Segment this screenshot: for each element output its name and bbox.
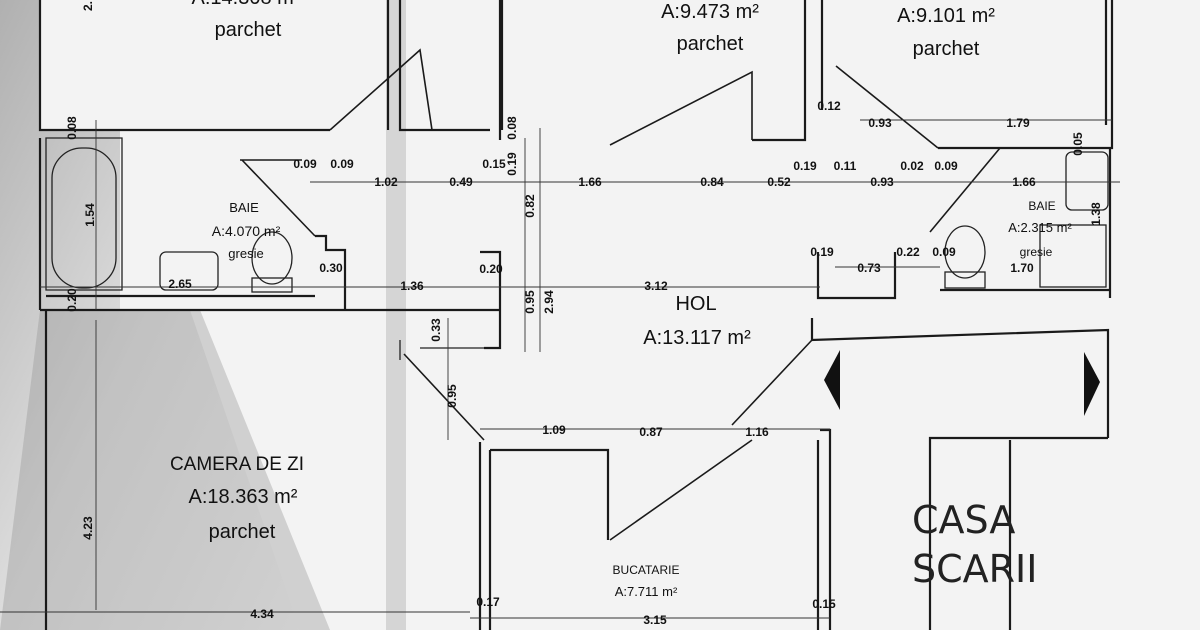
room-top-middle-area: A:9.473 m² <box>661 1 759 23</box>
fixtures <box>51 147 1109 416</box>
dim-label: 0.19 <box>793 159 817 173</box>
room-top-left-area: A:14.308 m² <box>192 0 301 9</box>
room-camera-de-zi: CAMERA DE ZI A:18.363 m² parchet <box>170 454 304 543</box>
room-top-right-area: A:9.101 m² <box>897 5 995 27</box>
walls <box>38 0 1114 630</box>
dim-label: 0.93 <box>870 175 894 189</box>
dim-label: 1.70 <box>1010 261 1034 275</box>
toilet-right <box>944 225 986 279</box>
dim-label: 0.73 <box>857 261 881 275</box>
room-baie-right: BAIE A:2.315 m² gresie <box>1008 199 1072 259</box>
toilet-left <box>251 231 293 285</box>
room-top-left-finish: parchet <box>215 19 282 41</box>
baie-right-area: A:2.315 m² <box>1008 220 1072 235</box>
dim-label: 4.34 <box>250 607 274 621</box>
dim-label: 0.09 <box>293 157 317 171</box>
dim-label: 0.09 <box>932 245 956 259</box>
door-swings <box>240 48 1001 541</box>
dim-label: 0.33 <box>429 318 443 342</box>
scan-shadow-lower <box>0 310 330 630</box>
dim-label: 0.19 <box>505 152 519 176</box>
dim-label: 0.93 <box>868 116 892 130</box>
dim-label: 0.19 <box>810 245 834 259</box>
dim-label: 0.15 <box>812 597 836 611</box>
sink-right <box>1065 151 1109 211</box>
room-top-left: A:14.308 m² parchet <box>192 0 301 41</box>
dim-label: 0.82 <box>523 194 537 218</box>
dim-label: 0.52 <box>767 175 791 189</box>
dimension-labels: 2. 0.08 1.54 0.20 2.65 0.09 0.09 1.02 0.… <box>65 1 1103 627</box>
dim-label: 1.36 <box>400 279 424 293</box>
dim-label: 1.09 <box>542 423 566 437</box>
camera-de-zi-name: CAMERA DE ZI <box>170 454 304 475</box>
dim-label: 2. <box>81 1 95 11</box>
baie-left-name: BAIE <box>229 200 259 215</box>
sink-left <box>159 251 219 291</box>
dim-label: 0.09 <box>330 157 354 171</box>
dim-label: 0.30 <box>319 261 343 275</box>
dim-label: 0.84 <box>700 175 724 189</box>
bucatarie-area: A:7.711 m² <box>615 584 678 599</box>
baie-right-name: BAIE <box>1028 199 1055 213</box>
shower <box>1039 224 1107 288</box>
dim-label: 0.08 <box>505 116 519 140</box>
dim-label: 4.23 <box>81 516 95 540</box>
dim-label: 1.79 <box>1006 116 1030 130</box>
bathtub <box>51 147 117 289</box>
dim-label: 0.95 <box>523 290 537 314</box>
dim-label: 0.87 <box>639 425 663 439</box>
dim-label: 0.05 <box>1071 132 1085 156</box>
dim-label: 2.65 <box>168 277 192 291</box>
dim-label: 0.02 <box>900 159 924 173</box>
room-baie-left: BAIE A:4.070 m² gresie <box>212 200 281 261</box>
dim-label: 0.09 <box>934 159 958 173</box>
room-top-middle: A:9.473 m² parchet <box>661 1 759 55</box>
arrow-right-icon <box>1084 352 1100 416</box>
dim-label: 0.20 <box>479 262 503 276</box>
dim-label: 1.02 <box>374 175 398 189</box>
dim-label: 2.94 <box>542 290 556 314</box>
dim-label: 1.16 <box>745 425 769 439</box>
dim-label: 1.66 <box>1012 175 1036 189</box>
baie-left-finish: gresie <box>228 246 263 261</box>
dim-label: 0.95 <box>445 384 459 408</box>
dim-label: 0.22 <box>896 245 920 259</box>
dimension-lines <box>0 119 1120 619</box>
dim-label: 0.11 <box>834 159 857 173</box>
baie-right-finish: gresie <box>1020 245 1053 259</box>
dim-label: 3.15 <box>643 613 667 627</box>
hol-name: HOL <box>675 293 716 315</box>
arrow-left-icon <box>824 350 840 410</box>
casa-scarii-line1: CASA <box>912 498 1015 542</box>
casa-scarii-line2: SCARII <box>912 547 1037 591</box>
room-top-middle-finish: parchet <box>677 33 744 55</box>
room-bucatarie: BUCATARIE A:7.711 m² <box>613 563 680 599</box>
dim-label: 0.08 <box>65 116 79 140</box>
room-top-right: A:9.101 m² parchet <box>897 5 995 60</box>
dim-label: 1.38 <box>1089 202 1103 226</box>
dim-label: 1.66 <box>578 175 602 189</box>
dim-label: 0.15 <box>482 157 506 171</box>
dim-label: 1.54 <box>83 203 97 227</box>
hol-area: A:13.117 m² <box>643 327 751 349</box>
bucatarie-name: BUCATARIE <box>613 563 680 577</box>
scan-shadow-left <box>0 0 300 630</box>
room-top-right-finish: parchet <box>913 38 980 60</box>
camera-de-zi-area: A:18.363 m² <box>189 486 298 508</box>
dim-label: 0.49 <box>449 175 473 189</box>
scan-fold-line <box>386 0 406 630</box>
dim-label: 0.17 <box>476 595 500 609</box>
dim-label: 0.20 <box>65 288 79 312</box>
baie-left-area: A:4.070 m² <box>212 223 281 239</box>
room-casa-scarii: CASA SCARII <box>912 498 1037 591</box>
camera-de-zi-finish: parchet <box>209 521 276 543</box>
dim-label: 3.12 <box>644 279 668 293</box>
dim-label: 0.12 <box>817 99 841 113</box>
room-hol: HOL A:13.117 m² <box>643 293 751 349</box>
